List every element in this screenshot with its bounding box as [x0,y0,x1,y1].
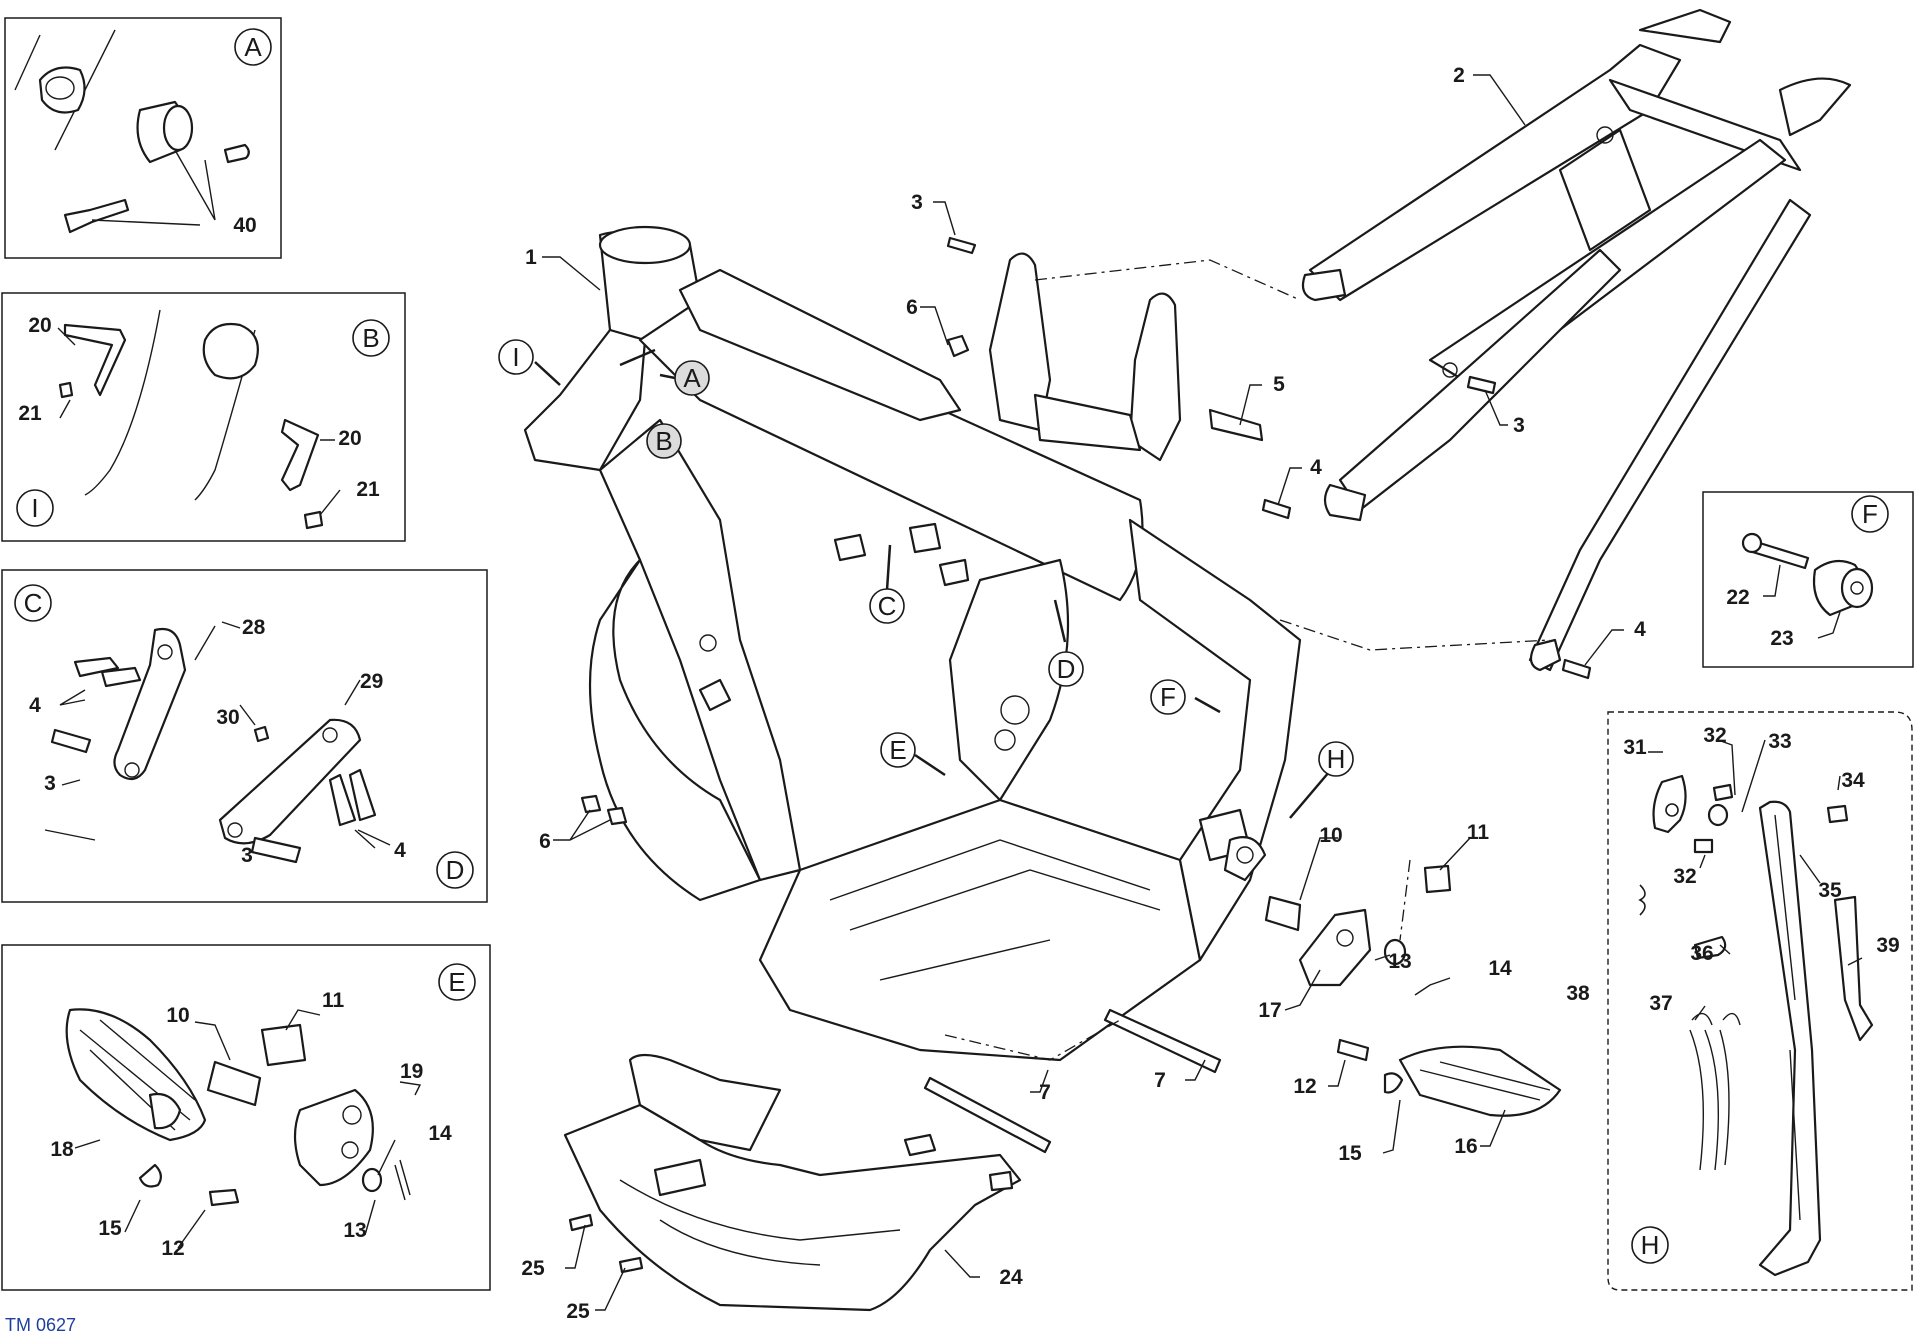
inset-d-letter: D [446,855,465,885]
callout-14-main: 14 [1488,957,1512,980]
callout-12-main: 12 [1293,1075,1316,1098]
callout-36: 36 [1690,942,1713,965]
callout-18: 18 [50,1138,74,1161]
callout-10: 10 [166,1004,189,1027]
callout-38: 38 [1566,982,1590,1005]
callout-4-bottom: 4 [394,839,406,862]
leader-lines [534,74,1624,1311]
inset-c-letter: C [24,588,43,618]
callout-30: 30 [216,706,239,729]
callout-2: 2 [1453,64,1465,87]
callout-25-lower: 25 [566,1300,590,1323]
callout-14: 14 [428,1122,452,1145]
callout-37: 37 [1649,992,1672,1015]
callout-1: 1 [525,246,537,269]
callout-3-left: 3 [44,772,56,795]
callout-29: 29 [360,670,383,693]
callout-3-top: 3 [911,191,923,214]
callout-7-left: 7 [1039,1081,1051,1104]
callout-11: 11 [322,989,345,1012]
inset-a-letter: A [244,32,262,62]
callout-19: 19 [400,1060,423,1083]
inset-f-bushing: 22 23 F [1702,491,1914,668]
callout-28: 28 [242,616,266,639]
callout-39: 39 [1876,934,1899,957]
assembly-lines [944,259,1551,1061]
loose-fasteners [568,236,1592,1274]
callout-letter-e: E [889,735,906,765]
callout-17: 17 [1258,999,1281,1022]
skid-plate [563,1053,1022,1312]
callout-13: 13 [343,1219,366,1242]
callout-32-top: 32 [1703,724,1726,747]
callout-34: 34 [1841,769,1865,792]
callout-6-top: 6 [906,296,918,319]
inset-b-letter: B [362,323,379,353]
callout-35: 35 [1818,879,1842,902]
callout-11-main: 11 [1467,821,1490,844]
inset-h-letter: H [1641,1230,1660,1260]
callout-4-right: 4 [1634,618,1646,641]
callout-6-left: 6 [539,830,551,853]
main-frame-drawing [523,225,1302,1062]
callout-letter-h: H [1327,744,1346,774]
inset-h-side-stand: 31 32 33 34 32 35 36 39 37 38 H [1566,711,1913,1291]
callout-letter-d: D [1057,654,1076,684]
callout-20-left: 20 [28,314,51,337]
inset-i-letter: I [31,493,38,523]
callout-letter-i: I [512,342,519,372]
callout-22: 22 [1726,586,1749,609]
callout-23: 23 [1770,627,1793,650]
callout-4-mid: 4 [1310,456,1322,479]
callout-letter-b: B [655,426,672,456]
main-letter-callouts: I A B C D E F H [498,339,1354,777]
inset-e-footpeg-left: 11 10 19 14 18 15 12 13 E [1,944,491,1291]
callout-12: 12 [161,1237,184,1260]
callout-16: 16 [1454,1135,1477,1158]
callout-letter-f: F [1160,682,1176,712]
callout-7-right: 7 [1154,1069,1166,1092]
main-number-callouts: 1 2 3 6 5 4 3 4 6 7 7 10 11 17 13 14 12 … [521,64,1646,1323]
callout-letter-c: C [878,591,897,621]
callout-letter-a: A [683,363,701,393]
inset-e-letter: E [448,967,465,997]
callout-4-top: 4 [29,694,41,717]
inset-cd-engine-mounts: 28 4 3 29 30 3 4 C D [1,569,488,903]
inset-b-bracket: B I 20 21 20 21 [1,292,406,542]
callout-33: 33 [1768,730,1791,753]
callout-5: 5 [1273,373,1285,396]
callout-31: 31 [1623,736,1647,759]
callout-21-left: 21 [18,402,42,425]
callout-3-right: 3 [241,844,253,867]
callout-21-right: 21 [356,478,380,501]
inset-a-ignition-lock: A 40 [4,17,282,259]
callout-15: 15 [98,1217,122,1240]
callout-32-bottom: 32 [1673,865,1696,888]
callout-15-main: 15 [1338,1142,1362,1165]
inset-f-letter: F [1862,499,1878,529]
callout-25-upper: 25 [521,1257,545,1280]
callout-20-right: 20 [338,427,361,450]
callout-40: 40 [233,214,256,237]
callout-3-right: 3 [1513,414,1525,437]
document-code: TM 0627 [5,1315,76,1335]
callout-24: 24 [999,1266,1023,1289]
callout-10-main: 10 [1319,824,1342,847]
callout-13-main: 13 [1388,950,1411,973]
